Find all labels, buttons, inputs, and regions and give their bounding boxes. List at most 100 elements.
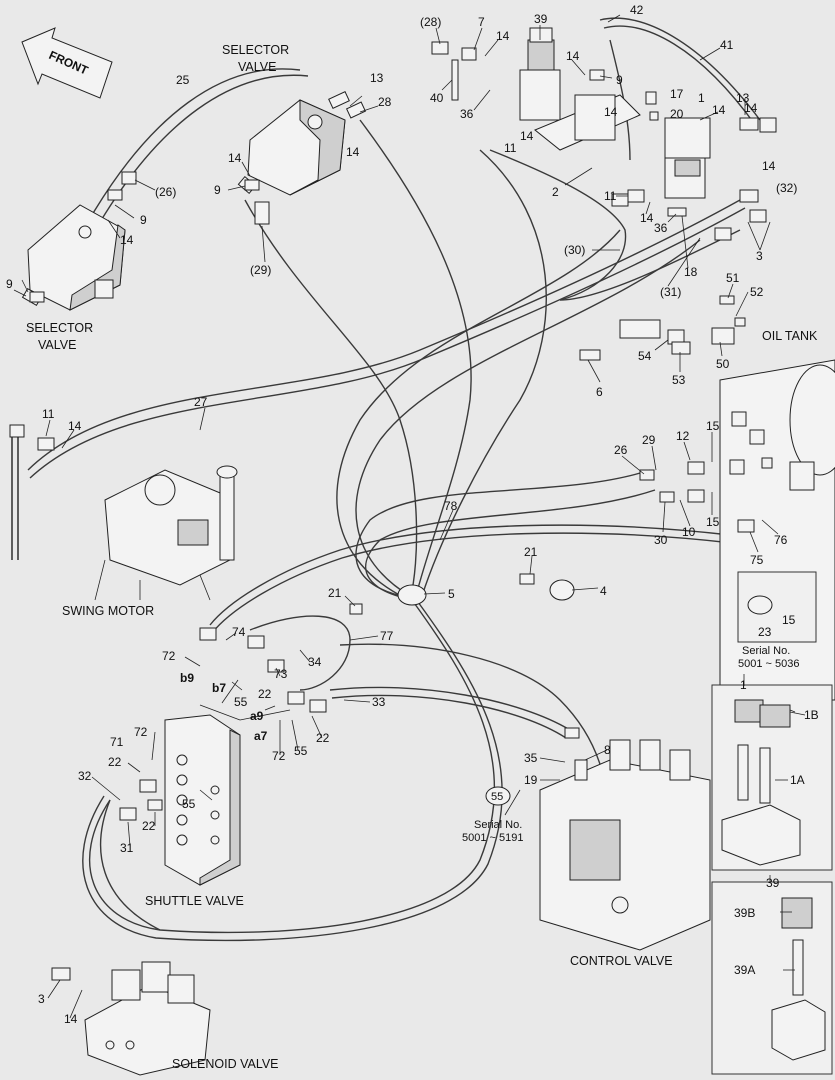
callout: 20	[670, 107, 684, 121]
control-valve	[539, 739, 711, 951]
callout: 53	[672, 373, 686, 387]
callout: 41	[720, 38, 734, 52]
solenoid-valve	[84, 961, 211, 1076]
callout: 77	[380, 629, 394, 643]
callout: 11	[504, 141, 517, 155]
callouts: (28) 7 14 39 42 41 40 36 14 9 14 11 14 1…	[6, 3, 819, 1026]
shuttle-valve	[164, 714, 241, 886]
callout: (26)	[155, 185, 176, 199]
callout: 11	[604, 189, 617, 203]
callout: 13	[736, 91, 750, 105]
callout: 13	[370, 71, 384, 85]
swing-motor	[94, 465, 238, 601]
callout: 22	[316, 731, 330, 745]
callout: 14	[762, 159, 776, 173]
callout: 55	[294, 744, 308, 758]
callout: 9	[140, 213, 147, 227]
callout: 15	[706, 419, 720, 433]
callout: 10	[682, 525, 696, 539]
callout: 4	[600, 584, 607, 598]
caption-solenoid-valve: SOLENOID VALVE	[172, 1057, 279, 1071]
callout: 14	[346, 145, 360, 159]
callout: (30)	[564, 243, 585, 257]
serial-tank-line1: Serial No.	[742, 645, 790, 657]
callout: 74	[232, 625, 246, 639]
callout: 39	[534, 12, 548, 26]
callout: 76	[774, 533, 788, 547]
callout: 14	[120, 233, 134, 247]
callout: 21	[328, 586, 342, 600]
callout: 39B	[734, 906, 755, 920]
callout: 50	[716, 357, 730, 371]
callout: 14	[640, 211, 654, 225]
inset-box-1	[711, 684, 833, 871]
callout: 14	[68, 419, 82, 433]
solenoid-39-top	[519, 27, 641, 151]
callout: 51	[726, 271, 740, 285]
callout: 6	[596, 385, 603, 399]
callout: 2	[552, 185, 559, 199]
hoses	[11, 17, 761, 942]
callout: 33	[372, 695, 386, 709]
inset-box-serial-tank	[737, 571, 817, 643]
callout: b9	[180, 671, 194, 685]
front-arrow: FRONT	[21, 27, 113, 99]
callout: 72	[162, 649, 176, 663]
callout: 55	[234, 695, 248, 709]
callout: 34	[308, 655, 322, 669]
callout: 9	[616, 73, 623, 87]
callout: 14	[496, 29, 510, 43]
callout: 17	[670, 87, 684, 101]
callout: a7	[254, 729, 268, 743]
inset-box-39	[711, 881, 833, 1075]
callout: 40	[430, 91, 444, 105]
callout: 14	[604, 105, 618, 119]
callout: 8	[604, 743, 611, 757]
callout: 28	[378, 95, 392, 109]
solenoid-1	[664, 117, 711, 199]
callout: (31)	[660, 285, 681, 299]
callout: 22	[142, 819, 156, 833]
callout: 1B	[804, 708, 819, 722]
callout: a9	[250, 709, 264, 723]
callout: 32	[78, 769, 92, 783]
callout: 26	[614, 443, 628, 457]
callout: 14	[744, 101, 758, 115]
caption-selector-valve-left-line1: SELECTOR	[26, 321, 93, 335]
serial-control-line1: Serial No.	[474, 819, 522, 831]
callout: 1	[698, 91, 705, 105]
callout: 18	[684, 265, 698, 279]
leader-lines	[13, 14, 796, 1019]
callout: 22	[108, 755, 122, 769]
callout: 3	[38, 992, 45, 1006]
callout: 9	[6, 277, 13, 291]
callout: b7	[212, 681, 226, 695]
callout: 71	[110, 735, 124, 749]
callout: 73	[274, 667, 288, 681]
caption-oil-tank: OIL TANK	[762, 329, 818, 343]
callout: 3	[756, 249, 763, 263]
callout: 55	[182, 797, 196, 811]
callout: 31	[120, 841, 134, 855]
callout: 14	[566, 49, 580, 63]
callout: 36	[654, 221, 668, 235]
callout: 39A	[734, 963, 755, 977]
callout: 72	[134, 725, 148, 739]
callout: 11	[42, 407, 55, 421]
callout: (29)	[250, 263, 271, 277]
callout: 35	[524, 751, 538, 765]
caption-selector-valve-top-line2: VALVE	[238, 60, 276, 74]
selector-valve-top	[237, 91, 367, 196]
caption-control-valve: CONTROL VALVE	[570, 954, 673, 968]
callout: 52	[750, 285, 764, 299]
inset-39-label: 39	[766, 876, 780, 890]
serial-tank-line2: 5001 ~ 5036	[738, 658, 799, 670]
callout: 21	[524, 545, 538, 559]
serial-control-ref: 55	[491, 791, 503, 803]
callout: (32)	[776, 181, 797, 195]
callout: 75	[750, 553, 764, 567]
callout: 7	[478, 15, 485, 29]
callout: 72	[272, 749, 286, 763]
callout: 1A	[790, 773, 805, 787]
callout: 29	[642, 433, 656, 447]
